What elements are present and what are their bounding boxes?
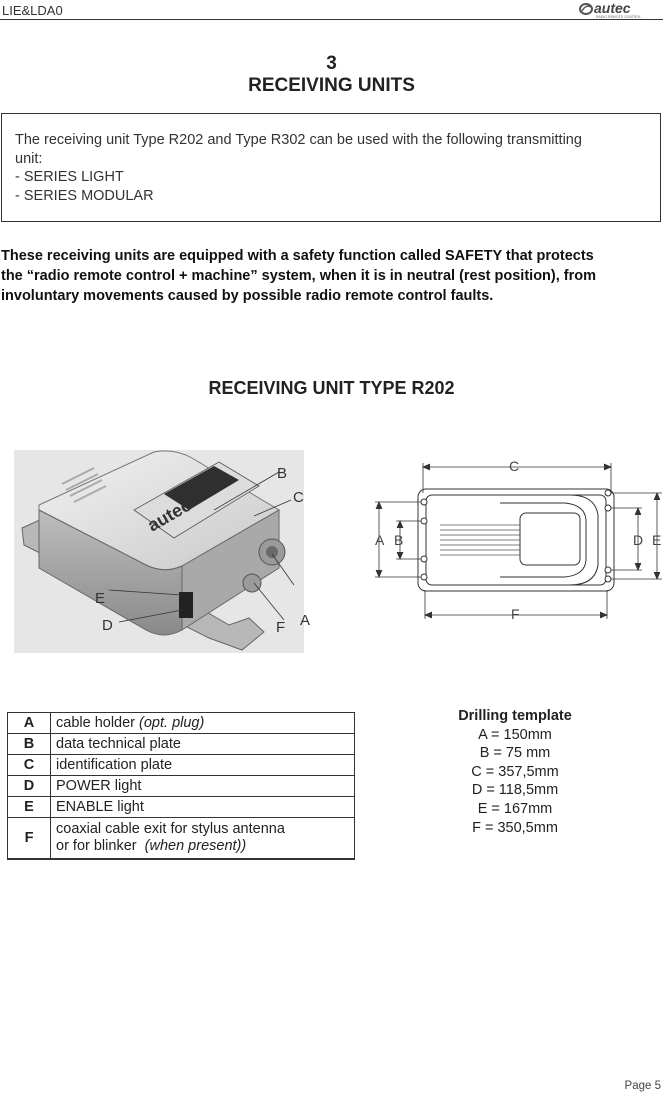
legend-text: or for blinker — [56, 838, 145, 854]
legend-desc: POWER light — [50, 775, 355, 797]
drilling-line: E = 167mm — [477, 800, 553, 817]
callout-e: E — [95, 590, 105, 607]
dim-b-label: B — [394, 532, 403, 548]
legend-key: D — [7, 775, 51, 797]
drilling-line: F = 350,5mm — [472, 819, 558, 836]
drilling-title: Drilling template — [458, 708, 572, 724]
table-row: D POWER light — [7, 775, 355, 797]
legend-key: B — [7, 733, 51, 755]
callout-d: D — [102, 617, 113, 634]
safety-line: the “radio remote control + machine” sys… — [1, 268, 597, 284]
legend-key: A — [7, 712, 51, 734]
legend-note: (when present)) — [144, 838, 247, 854]
chapter-title: RECEIVING UNITS — [248, 75, 415, 96]
callout-f: F — [276, 619, 285, 636]
safety-line: involuntary movements caused by possible… — [1, 288, 494, 304]
table-row: C identification plate — [7, 754, 355, 776]
header-rule — [0, 19, 663, 20]
drilling-line: A = 150mm — [478, 726, 552, 743]
receiver-photo: autec B C E D F A — [14, 450, 325, 653]
table-row: F coaxial cable exit for stylus antenna … — [7, 817, 355, 860]
callout-a: A — [300, 612, 311, 629]
legend-key: E — [7, 796, 51, 818]
dim-d-label: D — [633, 532, 643, 548]
intro-text: The receiving unit Type R202 and Type R3… — [15, 131, 655, 205]
legend-text: coaxial cable exit for stylus antenna — [56, 821, 285, 837]
logo-tagline: RADIO REMOTE CONTROL — [596, 15, 641, 19]
dim-a-label: A — [375, 532, 385, 548]
dim-f-label: F — [511, 606, 520, 622]
legend-desc: cable holder (opt. plug) — [50, 712, 355, 734]
intro-line: The receiving unit Type R202 and Type R3… — [15, 132, 582, 148]
callout-b: B — [277, 465, 287, 482]
autec-logo: autec RADIO REMOTE CONTROL — [579, 0, 659, 24]
dim-c-label: C — [509, 458, 519, 474]
legend-desc: ENABLE light — [50, 796, 355, 818]
page-number: Page 5 — [624, 1080, 661, 1092]
dim-e-label: E — [652, 532, 661, 548]
table-row: E ENABLE light — [7, 796, 355, 818]
table-row: A cable holder (opt. plug) — [7, 712, 355, 734]
table-row: B data technical plate — [7, 733, 355, 755]
safety-line: These receiving units are equipped with … — [1, 248, 594, 264]
chapter-number: 3 — [326, 53, 337, 74]
drilling-line: C = 357,5mm — [471, 763, 559, 780]
legend-desc: coaxial cable exit for stylus antenna or… — [50, 817, 355, 860]
logo-text: autec — [594, 1, 631, 16]
intro-box: The receiving unit Type R202 and Type R3… — [1, 113, 661, 222]
intro-list-item: - SERIES MODULAR — [15, 187, 154, 204]
legend-key: C — [7, 754, 51, 776]
drilling-line: B = 75 mm — [479, 745, 551, 762]
section-title: RECEIVING UNIT TYPE R202 — [208, 378, 455, 398]
intro-line: unit: — [15, 150, 43, 167]
safety-paragraph: These receiving units are equipped with … — [1, 246, 663, 306]
legend-key: F — [7, 817, 51, 860]
drilling-line: D = 118,5mm — [471, 782, 559, 799]
legend-desc: data technical plate — [50, 733, 355, 755]
logo-swirl-icon — [579, 3, 593, 15]
legend-text: cable holder — [56, 714, 140, 731]
legend-desc: identification plate — [50, 754, 355, 776]
document-code: LIE&LDA0 — [2, 3, 63, 18]
drilling-template: Drilling template A = 150mm B = 75 mm C … — [420, 707, 610, 837]
intro-list-item: - SERIES LIGHT — [15, 169, 124, 185]
component-legend-table: A cable holder (opt. plug) B data techni… — [7, 712, 355, 860]
callout-c: C — [293, 489, 304, 506]
drilling-drawing: C F A B D E — [370, 455, 663, 625]
legend-note: (opt. plug) — [139, 714, 205, 731]
